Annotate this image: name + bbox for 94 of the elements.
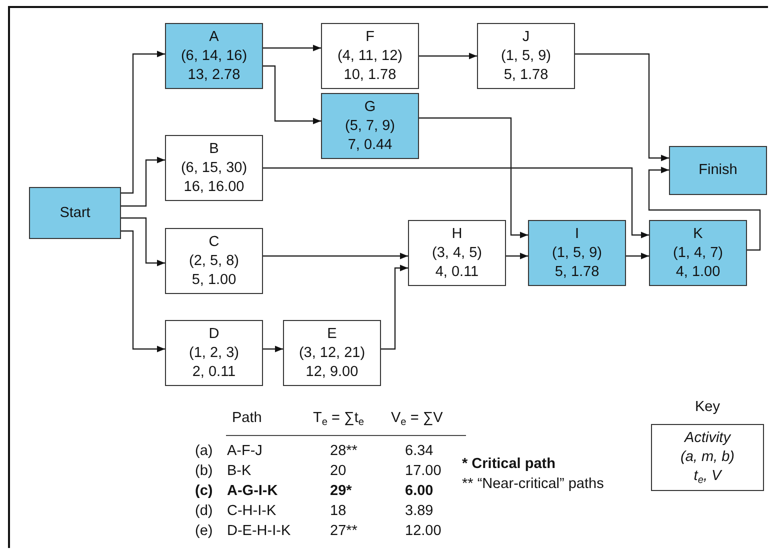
table-cell: 28** xyxy=(330,442,358,460)
node-text: (5, 7, 9) xyxy=(345,116,395,136)
activity-box xyxy=(165,23,263,89)
node-text: (4, 11, 12) xyxy=(337,46,403,66)
arrow xyxy=(121,217,165,266)
node-text: F xyxy=(366,28,374,46)
column-header: T$_{e}$ = ∑t$_{e}$ xyxy=(313,409,364,427)
arrow xyxy=(121,230,165,352)
table-cell: 3.89 xyxy=(405,502,434,520)
node-text: G xyxy=(364,98,376,116)
node-text: 12, 9.00 xyxy=(306,362,358,382)
node-text: J xyxy=(522,28,530,46)
node-text: A xyxy=(209,28,219,46)
node-text: D xyxy=(208,324,220,344)
table-cell: (a) xyxy=(195,442,213,460)
node-text: B xyxy=(209,140,219,158)
arrow xyxy=(121,50,165,194)
table-cell: 17.00 xyxy=(405,462,442,480)
node-text: (6, 15, 30) xyxy=(180,158,248,178)
column-header: V$_{e}$ = ∑V xyxy=(391,409,443,427)
activity-box xyxy=(321,93,419,159)
node-text: Start xyxy=(60,204,90,222)
table-cell: (c) xyxy=(195,482,213,500)
activity-box xyxy=(165,320,263,386)
node-text: (3, 12, 21) xyxy=(298,344,366,362)
activity-box xyxy=(321,23,419,89)
activity-box xyxy=(408,220,506,286)
table-cell: (b) xyxy=(195,462,213,480)
node-text: C xyxy=(208,232,220,252)
column-header: Path xyxy=(232,409,262,427)
activity-box xyxy=(165,135,263,201)
table-cell: C-H-I-K xyxy=(227,502,276,520)
table-cell: 20 xyxy=(330,462,346,480)
node-text: (1, 4, 7) xyxy=(673,244,723,262)
activity-box xyxy=(477,23,575,89)
node-text: Finish xyxy=(698,161,738,180)
table-cell: A-G-I-K xyxy=(227,482,278,500)
table-cell: 12.00 xyxy=(405,522,442,540)
footnote: * Critical path xyxy=(462,455,556,473)
table-cell: 27** xyxy=(330,522,358,540)
node-text: (1, 5, 9) xyxy=(501,46,551,66)
arrow xyxy=(648,166,761,251)
node-text: Activity xyxy=(684,429,730,448)
node-text: t$_{e}$, V xyxy=(694,467,722,486)
node-text: 4, 0.11 xyxy=(435,262,479,282)
node-text: 13, 2.78 xyxy=(188,66,240,84)
node-text: H xyxy=(452,224,462,244)
arrow xyxy=(575,53,669,162)
arrow xyxy=(263,346,283,352)
activity-box xyxy=(283,320,381,386)
node-text: (6, 14, 16) xyxy=(180,46,248,66)
table-cell: 6.34 xyxy=(405,442,434,460)
footnote: ** “Near-critical” paths xyxy=(462,475,604,493)
activity-box xyxy=(528,220,626,286)
node-text: (2, 5, 8) xyxy=(189,252,239,270)
arrow xyxy=(263,252,408,260)
key-heading: Key xyxy=(694,398,721,416)
node-text: 16, 16.00 xyxy=(184,178,244,196)
activity-box xyxy=(29,187,121,239)
arrow xyxy=(419,52,477,60)
table-cell: 18 xyxy=(330,502,346,520)
arrow xyxy=(506,252,528,260)
arrow xyxy=(263,44,321,52)
node-text: 4, 1.00 xyxy=(676,262,720,282)
table-cell: D-E-H-I-K xyxy=(227,522,291,540)
node-text: 5, 1.00 xyxy=(192,270,236,290)
arrow xyxy=(121,156,165,207)
node-text: E xyxy=(327,324,337,344)
node-text: (3, 4, 5) xyxy=(432,244,482,262)
node-text: 5, 1.78 xyxy=(504,66,548,84)
arrow xyxy=(381,264,408,350)
arrow xyxy=(263,65,321,124)
table-cell: 29* xyxy=(330,482,352,500)
node-text: (1, 5, 9) xyxy=(552,244,602,262)
node-text: (1, 2, 3) xyxy=(189,344,239,362)
table-cell: 6.00 xyxy=(405,482,434,500)
arrow xyxy=(263,167,649,238)
arrow xyxy=(419,117,528,238)
node-text: K xyxy=(693,224,703,244)
node-text: 2, 0.11 xyxy=(192,362,236,382)
activity-box xyxy=(165,228,263,294)
activity-box xyxy=(649,220,747,286)
table-cell: A-F-J xyxy=(227,442,262,460)
key-box xyxy=(651,424,764,491)
table-cell: (e) xyxy=(195,522,213,540)
node-text: 10, 1.78 xyxy=(344,66,396,84)
table-cell: B-K xyxy=(227,462,252,480)
node-text: 5, 1.78 xyxy=(554,262,600,282)
arrow xyxy=(626,252,649,260)
node-text: (a, m, b) xyxy=(680,448,734,467)
table-cell: (d) xyxy=(195,502,213,520)
node-text: I xyxy=(574,224,580,244)
activity-box xyxy=(669,146,767,195)
node-text: 7, 0.44 xyxy=(348,136,392,154)
